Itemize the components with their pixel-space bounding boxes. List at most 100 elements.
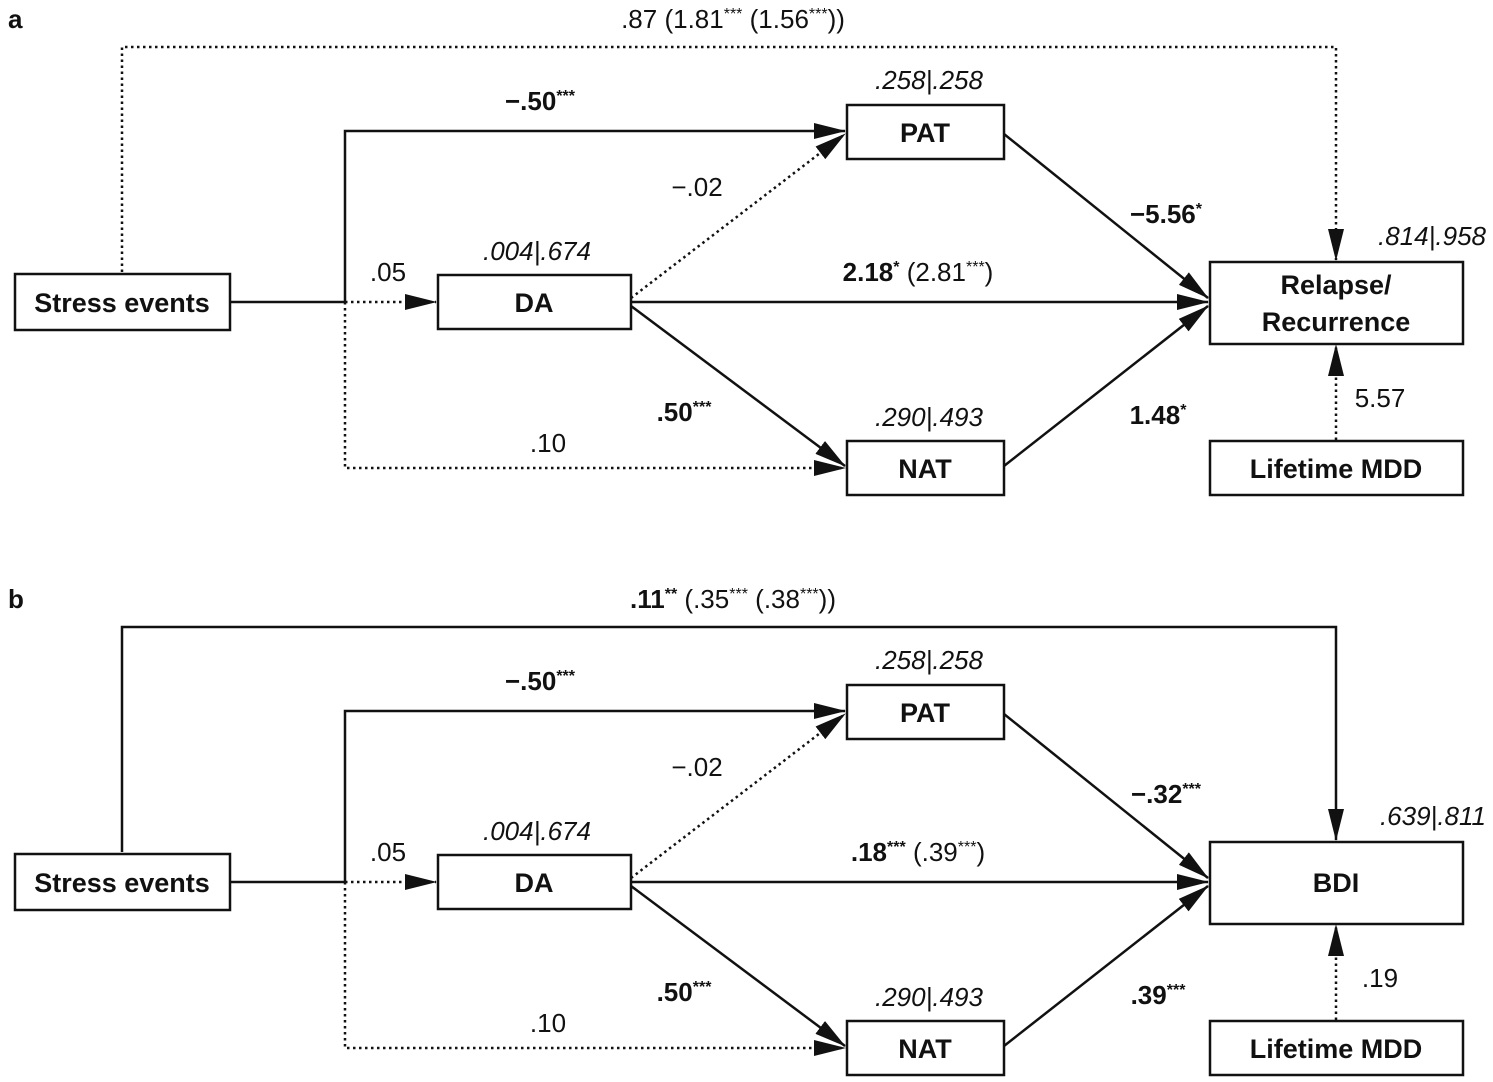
- coef-mdd-outcome-value: .19: [1362, 963, 1398, 993]
- nat-box: [845, 439, 1006, 497]
- coef-da-pat: −.02: [671, 172, 722, 202]
- coef-pat-outcome: −5.56*: [1130, 199, 1203, 229]
- coef-stress-outcome-extra-1-sig: ***: [800, 586, 819, 603]
- coef-da-pat: −.02: [671, 752, 722, 782]
- coef-stress-outcome-extra-1-sig: ***: [809, 6, 828, 23]
- coef-stress-da: .05: [370, 837, 406, 867]
- coef-stress-nat-value: .10: [530, 1008, 566, 1038]
- path-stress-nat: [343, 882, 846, 1056]
- path-stress-pat: [343, 703, 846, 882]
- coef-da-nat-value: .50: [657, 397, 693, 427]
- path-nat-outcome: [1003, 885, 1209, 1047]
- outcome-box: [1208, 840, 1465, 926]
- r2-da-second: .674: [540, 236, 591, 266]
- pat-box: [845, 103, 1006, 161]
- coef-da-outcome: 2.18* (2.81***): [843, 257, 994, 287]
- pat-label: PAT: [900, 698, 950, 728]
- coef-da-outcome-extra-0-sig: ***: [966, 259, 985, 276]
- coef-pat-outcome-sig: ***: [1182, 781, 1201, 798]
- da-label: DA: [515, 288, 554, 318]
- coef-nat-outcome-sig: ***: [1167, 982, 1186, 999]
- coef-stress-pat-sig: ***: [556, 88, 575, 105]
- da-box: [436, 853, 633, 911]
- coef-stress-nat: .10: [530, 1008, 566, 1038]
- nat-label: NAT: [898, 1034, 952, 1064]
- coef-stress-da: .05: [370, 257, 406, 287]
- coef-mdd-outcome-value: 5.57: [1355, 383, 1406, 413]
- coef-stress-outcome-extra-1-value: .38: [764, 584, 800, 614]
- r2-da: .004|.674: [483, 816, 591, 846]
- coef-da-outcome-sig: ***: [887, 839, 906, 856]
- r2-pat-second: .258: [932, 65, 983, 95]
- coef-stress-outcome-extra-0-sig: ***: [729, 586, 748, 603]
- coef-stress-pat-value: −.50: [505, 86, 556, 116]
- coef-stress-outcome-extra-0-value: 1.81: [673, 4, 724, 34]
- coef-stress-outcome-sig: **: [665, 586, 678, 603]
- r2-outcome-first: .814: [1378, 221, 1429, 251]
- r2-nat-second: .493: [932, 402, 983, 432]
- path-stress-nat: [343, 302, 846, 476]
- path-nat-outcome: [1003, 305, 1209, 467]
- coef-da-outcome-value: .18: [851, 837, 887, 867]
- coef-mdd-outcome: .19: [1362, 963, 1398, 993]
- coef-da-outcome-value: 2.18: [843, 257, 894, 287]
- coef-stress-da-value: .05: [370, 837, 406, 867]
- path-pat-outcome: [1003, 133, 1209, 299]
- coef-stress-pat: −.50***: [505, 666, 576, 696]
- coef-pat-outcome-value: −.32: [1131, 779, 1182, 809]
- r2-nat-second: .493: [932, 982, 983, 1012]
- r2-pat: .258|.258: [875, 65, 984, 95]
- coef-da-nat-sig: ***: [693, 399, 712, 416]
- path-stress-outcome: [120, 45, 1344, 272]
- path-da-pat: [630, 133, 846, 299]
- outcome-label: BDI: [1313, 868, 1360, 898]
- stress-events-label: Stress events: [34, 868, 210, 898]
- coef-stress-outcome: .87 (1.81*** (1.56***)): [621, 4, 845, 34]
- r2-da-first: .004: [483, 816, 534, 846]
- nat-box: [845, 1019, 1006, 1077]
- outcome-label-line1: Relapse/: [1280, 270, 1392, 300]
- coef-pat-outcome-value: −5.56: [1130, 199, 1196, 229]
- coef-da-nat-sig: ***: [693, 979, 712, 996]
- r2-pat-first: .258: [875, 65, 926, 95]
- r2-nat: .290|.493: [875, 982, 984, 1012]
- r2-outcome: .814|.958: [1378, 221, 1487, 251]
- r2-pat: .258|.258: [875, 645, 984, 675]
- r2-pat-second: .258: [932, 645, 983, 675]
- coef-nat-outcome: 1.48*: [1130, 400, 1188, 430]
- coef-stress-da-value: .05: [370, 257, 406, 287]
- coef-nat-outcome: .39***: [1131, 980, 1187, 1010]
- coef-nat-outcome-value: 1.48: [1130, 400, 1181, 430]
- coef-da-nat: .50***: [657, 397, 713, 427]
- stress-events-box: [13, 272, 232, 332]
- coef-stress-pat-sig: ***: [556, 668, 575, 685]
- coef-da-pat-value: −.02: [671, 172, 722, 202]
- coef-mdd-outcome: 5.57: [1355, 383, 1406, 413]
- coef-da-pat-value: −.02: [671, 752, 722, 782]
- lifetime-mdd-box: [1208, 1019, 1465, 1077]
- coef-da-outcome: .18*** (.39***): [851, 837, 985, 867]
- coef-stress-outcome-extra-0-value: .35: [693, 584, 729, 614]
- r2-da-first: .004: [483, 236, 534, 266]
- outcome-box: [1208, 260, 1465, 346]
- pat-label: PAT: [900, 118, 950, 148]
- r2-outcome: .639|.811: [1380, 801, 1486, 831]
- r2-outcome-second: .958: [1435, 221, 1486, 251]
- r2-outcome-second: .811: [1437, 801, 1486, 831]
- coef-da-nat: .50***: [657, 977, 713, 1007]
- coef-stress-nat-value: .10: [530, 428, 566, 458]
- path-pat-outcome: [1003, 713, 1209, 879]
- coef-stress-nat: .10: [530, 428, 566, 458]
- r2-outcome-first: .639: [1380, 801, 1431, 831]
- pat-box: [845, 683, 1006, 741]
- path-da-pat: [630, 713, 846, 879]
- path-stress-pat: [343, 123, 846, 302]
- lifetime-mdd-label: Lifetime MDD: [1250, 1034, 1423, 1064]
- coef-stress-outcome-value: .11: [630, 584, 665, 614]
- coef-nat-outcome-sig: *: [1180, 402, 1187, 419]
- da-box: [436, 273, 633, 331]
- panel-label: a: [8, 4, 23, 34]
- panel-label: b: [8, 584, 24, 614]
